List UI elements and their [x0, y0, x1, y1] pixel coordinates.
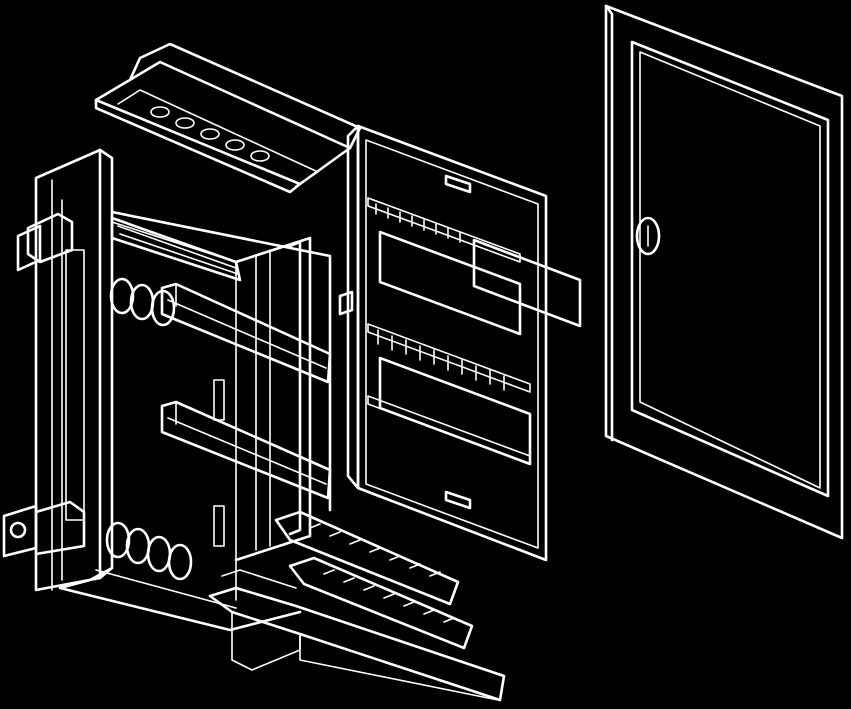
din-rail	[160, 400, 332, 500]
label-card	[472, 238, 582, 328]
handle-slot	[444, 174, 472, 194]
top-cover-inner	[117, 89, 319, 187]
knockout-hole	[200, 128, 220, 140]
terminal-screws	[309, 523, 441, 577]
earth-bracket	[34, 500, 86, 556]
door-panel-inner	[630, 40, 830, 498]
knockout-hole	[175, 117, 195, 129]
mount-bracket	[26, 212, 74, 264]
rail-clip	[221, 569, 297, 589]
knockout-hole	[150, 106, 170, 118]
door-panel-recess	[639, 51, 821, 489]
breaker-row	[367, 197, 521, 263]
din-rail-groove	[167, 417, 327, 485]
panel-edge	[346, 124, 360, 490]
breaker-row	[367, 323, 531, 393]
front-panel	[338, 124, 582, 562]
back-plate-top	[110, 210, 332, 512]
din-rail-lower	[160, 400, 332, 500]
door-outline	[604, 4, 844, 540]
frame-rail-line	[117, 225, 237, 269]
breaker-row	[367, 395, 531, 465]
earth-screw-icon	[9, 521, 27, 539]
enclosure-bottom-edge	[95, 569, 237, 609]
terminal-strips	[274, 510, 474, 650]
breaker-toggles	[375, 203, 461, 243]
terminal-block	[288, 556, 474, 650]
side-slot	[65, 249, 85, 521]
din-rail-groove	[167, 299, 327, 369]
door-edge	[604, 4, 614, 442]
slot	[213, 505, 225, 547]
top-cover-lip	[128, 42, 362, 150]
bottom-rail	[208, 569, 506, 702]
door	[604, 4, 844, 540]
enclosure-box	[2, 148, 332, 632]
cable-knockout	[167, 543, 193, 581]
right-post	[234, 236, 312, 562]
frame-rail-line	[119, 233, 239, 275]
terminal-block	[274, 510, 460, 606]
panel-inner	[365, 139, 539, 549]
rail-underside	[299, 633, 499, 701]
door-lock-icon	[635, 216, 661, 256]
rail	[208, 586, 506, 702]
frame-rail	[110, 216, 242, 282]
din-rail-upper	[160, 282, 332, 384]
right-post-flange	[288, 240, 302, 536]
breaker-toggles	[377, 329, 505, 391]
handle-slot	[444, 490, 472, 510]
top-cover	[94, 42, 362, 194]
mount-clip	[16, 224, 42, 272]
earth-terminal	[2, 504, 38, 558]
din-rail	[160, 282, 332, 384]
knockout-hole	[250, 150, 270, 162]
terminal-screws	[323, 569, 455, 623]
top-cover-edge	[94, 98, 302, 194]
enclosure-bottom	[58, 566, 302, 632]
panel-latch	[338, 290, 354, 316]
knockout-hole	[225, 139, 245, 151]
